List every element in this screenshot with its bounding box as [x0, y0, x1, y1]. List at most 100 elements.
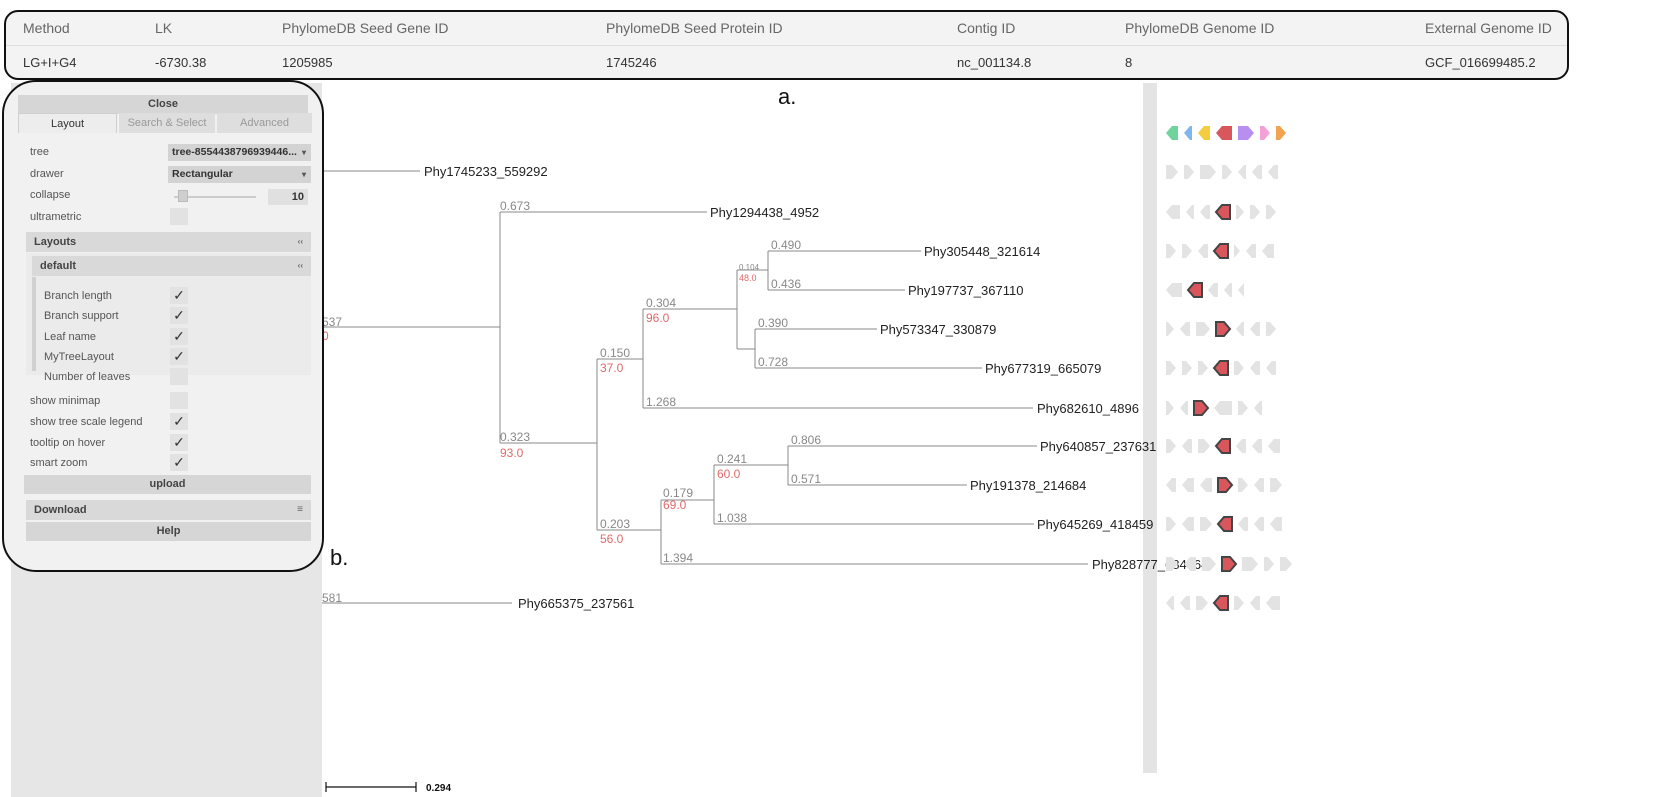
gene-arrow[interactable]: [1198, 361, 1208, 375]
leaf-label[interactable]: Phy197737_367110: [908, 283, 1023, 298]
gene-arrow[interactable]: [1200, 165, 1216, 179]
gene-arrow[interactable]: [1216, 126, 1232, 140]
gene-arrow[interactable]: [1254, 401, 1262, 415]
show-minimap-checkbox[interactable]: [170, 392, 188, 409]
gene-arrow[interactable]: [1193, 400, 1210, 416]
gene-arrow[interactable]: [1250, 322, 1260, 336]
leaf-label[interactable]: Phy305448_321614: [924, 244, 1040, 259]
gene-arrow[interactable]: [1236, 205, 1244, 219]
gene-arrow[interactable]: [1166, 361, 1176, 375]
collapse-slider-track[interactable]: [174, 196, 256, 198]
gene-arrow[interactable]: [1198, 126, 1210, 140]
ultrametric-checkbox[interactable]: [170, 208, 188, 225]
gene-arrow[interactable]: [1202, 557, 1216, 571]
gene-arrow[interactable]: [1180, 596, 1190, 610]
gene-arrow[interactable]: [1198, 244, 1208, 258]
gene-arrow[interactable]: [1212, 595, 1229, 611]
leaf-label[interactable]: Phy682610_4896: [1037, 401, 1139, 416]
gene-arrow[interactable]: [1246, 244, 1256, 258]
gene-arrow[interactable]: [1200, 478, 1212, 492]
help-button[interactable]: Help: [26, 522, 311, 541]
gene-arrow[interactable]: [1180, 401, 1188, 415]
leaf-label[interactable]: Phy1745233_559292: [424, 164, 548, 179]
gene-arrow[interactable]: [1262, 244, 1274, 258]
gene-arrow[interactable]: [1236, 439, 1246, 453]
gene-arrow[interactable]: [1166, 322, 1174, 336]
tree-select[interactable]: tree-8554438796939446... ▾: [168, 144, 311, 161]
gene-arrow[interactable]: [1238, 401, 1248, 415]
gene-arrow[interactable]: [1200, 517, 1212, 531]
branch-support-checkbox[interactable]: ✓: [170, 307, 188, 324]
gene-arrow[interactable]: [1166, 283, 1182, 297]
gene-arrow[interactable]: [1217, 477, 1234, 493]
gene-arrow[interactable]: [1238, 165, 1246, 179]
show-scale-legend-checkbox[interactable]: ✓: [170, 413, 188, 430]
gene-arrow[interactable]: [1182, 517, 1194, 531]
mytreelayout-checkbox[interactable]: ✓: [170, 348, 188, 365]
collapse-value-input[interactable]: 10: [268, 189, 308, 205]
gene-arrow[interactable]: [1266, 361, 1276, 375]
gene-arrow[interactable]: [1252, 439, 1262, 453]
gene-arrow[interactable]: [1238, 283, 1244, 297]
gene-arrow[interactable]: [1184, 126, 1192, 140]
upload-button[interactable]: upload: [24, 475, 311, 494]
gene-arrow[interactable]: [1238, 126, 1254, 140]
gene-arrow[interactable]: [1224, 283, 1232, 297]
gene-arrow[interactable]: [1238, 517, 1248, 531]
gene-arrow[interactable]: [1208, 283, 1218, 297]
gene-arrow[interactable]: [1280, 557, 1292, 571]
gene-arrow[interactable]: [1196, 596, 1208, 610]
leaf-label[interactable]: Phy665375_237561: [518, 596, 634, 611]
gene-arrow[interactable]: [1270, 517, 1282, 531]
gene-arrow[interactable]: [1270, 478, 1282, 492]
gene-arrow[interactable]: [1212, 243, 1229, 259]
leaf-label[interactable]: Phy828777_684364: [1092, 557, 1208, 572]
gene-arrow[interactable]: [1200, 205, 1210, 219]
gene-arrow[interactable]: [1214, 204, 1231, 220]
leaf-name-checkbox[interactable]: ✓: [170, 328, 188, 345]
gene-arrow[interactable]: [1166, 439, 1176, 453]
tooltip-on-hover-checkbox[interactable]: ✓: [170, 434, 188, 451]
gene-arrow[interactable]: [1268, 439, 1280, 453]
gene-arrow[interactable]: [1268, 165, 1278, 179]
gene-arrow[interactable]: [1264, 557, 1274, 571]
gene-arrow[interactable]: [1254, 478, 1264, 492]
gene-arrow[interactable]: [1214, 438, 1231, 454]
gene-arrow[interactable]: [1166, 244, 1176, 258]
gene-arrow[interactable]: [1182, 439, 1192, 453]
gene-arrow[interactable]: [1184, 165, 1194, 179]
gene-arrow[interactable]: [1182, 244, 1192, 258]
gene-arrow[interactable]: [1254, 517, 1264, 531]
number-of-leaves-checkbox[interactable]: [170, 368, 188, 385]
tab-advanced[interactable]: Advanced: [217, 113, 312, 133]
gene-arrow[interactable]: [1186, 205, 1194, 219]
drawer-select[interactable]: Rectangular ▾: [168, 166, 311, 183]
gene-arrow[interactable]: [1166, 517, 1176, 531]
gene-arrow[interactable]: [1234, 361, 1244, 375]
gene-arrow[interactable]: [1216, 516, 1233, 532]
gene-arrow[interactable]: [1166, 205, 1180, 219]
gene-arrow[interactable]: [1242, 557, 1258, 571]
gene-arrow[interactable]: [1238, 478, 1248, 492]
gene-arrow[interactable]: [1266, 322, 1276, 336]
leaf-label[interactable]: Phy573347_330879: [880, 322, 996, 337]
download-section-header[interactable]: Download ≡: [26, 500, 311, 520]
leaf-label[interactable]: Phy1294438_4952: [710, 205, 819, 220]
branch-length-checkbox[interactable]: ✓: [170, 287, 188, 304]
default-layout-header[interactable]: default ‹‹: [32, 256, 311, 276]
layouts-section-header[interactable]: Layouts ‹‹: [26, 232, 311, 252]
gene-arrow[interactable]: [1266, 596, 1280, 610]
gene-arrow[interactable]: [1196, 322, 1210, 336]
gene-arrow[interactable]: [1166, 596, 1174, 610]
gene-arrow[interactable]: [1234, 244, 1240, 258]
gene-arrow[interactable]: [1222, 165, 1232, 179]
collapse-slider-handle[interactable]: [178, 190, 188, 202]
gene-arrow[interactable]: [1186, 282, 1203, 298]
tab-search-select[interactable]: Search & Select: [119, 113, 215, 133]
gene-arrow[interactable]: [1234, 596, 1244, 610]
leaf-label[interactable]: Phy645269_418459: [1037, 517, 1153, 532]
gene-arrow[interactable]: [1215, 321, 1232, 337]
leaf-label[interactable]: Phy640857_237631: [1040, 439, 1156, 454]
gene-arrow[interactable]: [1166, 126, 1178, 140]
gene-arrow[interactable]: [1214, 401, 1232, 415]
